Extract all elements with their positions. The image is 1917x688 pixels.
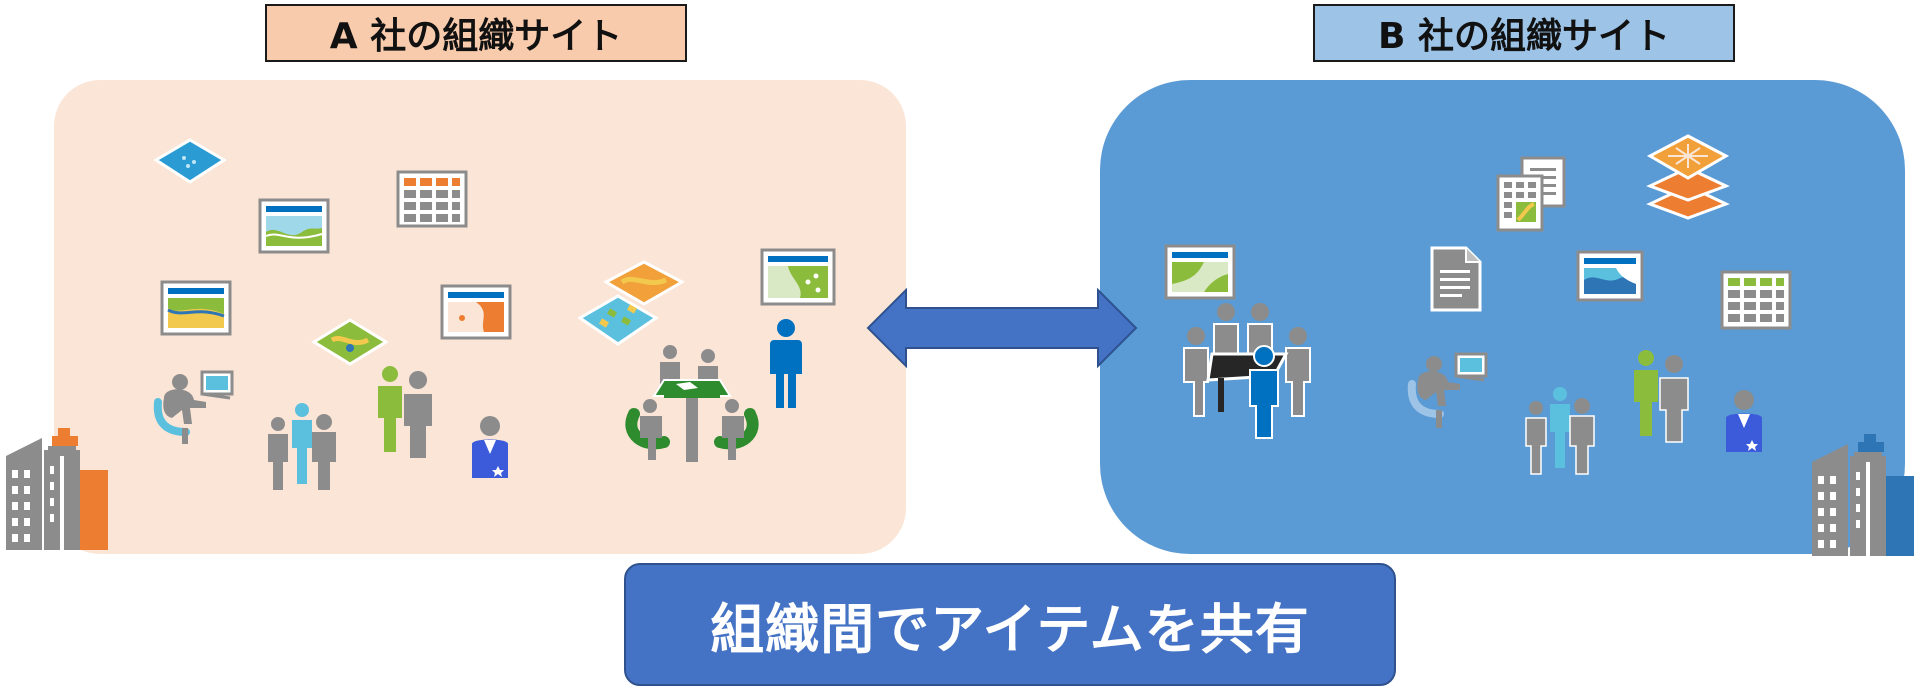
feature-layer-tile-icon <box>153 138 227 184</box>
person-at-computer-icon <box>1407 352 1488 428</box>
building-icon <box>6 428 108 550</box>
pair-of-people-icon <box>378 366 432 458</box>
group-of-people-icon <box>1525 387 1595 475</box>
web-map-icon <box>1164 244 1236 300</box>
web-map-icon <box>1576 250 1644 302</box>
administrator-icon <box>1726 390 1762 452</box>
pair-of-people-icon <box>1634 350 1689 443</box>
document-icon <box>1430 246 1482 312</box>
building-icon <box>1812 434 1914 556</box>
table-icon <box>1720 270 1792 330</box>
web-map-icon <box>160 280 232 336</box>
table-documents-icon <box>1496 156 1566 232</box>
person-icon <box>770 319 802 408</box>
share-items-banner: 組織間でアイテムを共有 <box>624 563 1396 686</box>
web-map-icon <box>440 284 512 340</box>
org-b-title: B 社の組織サイト <box>1313 4 1735 62</box>
administrator-icon <box>472 416 508 478</box>
web-map-icon <box>760 248 836 306</box>
group-of-people-icon <box>268 403 336 490</box>
org-a-title: A 社の組織サイト <box>265 4 687 62</box>
layer-stack-icon <box>1646 134 1730 220</box>
meeting-group-icon <box>1183 303 1311 439</box>
map-tile-icon <box>311 318 389 366</box>
person-at-computer-icon <box>153 370 234 444</box>
imagery-layer-stack-icon <box>577 260 686 346</box>
web-map-icon <box>258 198 330 254</box>
share-double-arrow-icon <box>866 287 1138 369</box>
table-icon <box>396 170 468 228</box>
meeting-group-icon <box>625 345 759 462</box>
